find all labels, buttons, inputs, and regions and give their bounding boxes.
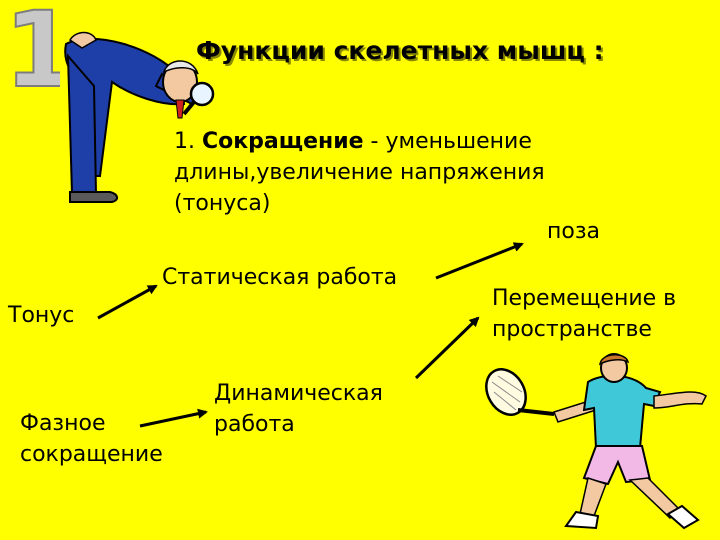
- label-tonus: Тонус: [8, 303, 75, 328]
- label-posture: поза: [547, 219, 601, 244]
- slide-title: Функции скелетных мышц :: [196, 36, 604, 65]
- label-dynamic-work: Динамическая работа: [214, 378, 383, 440]
- label-phasic-line1: Фазное: [20, 411, 106, 436]
- definition-text: 1. Сокращение - уменьшение длины,увеличе…: [174, 126, 634, 219]
- arrow-phasic-to-dynamic: [139, 408, 208, 428]
- label-movement: Перемещение в пространстве: [492, 283, 676, 345]
- tennis-player-illustration: [485, 353, 707, 530]
- arrow-static-to-posture: [435, 242, 524, 280]
- label-dynamic-line2: работа: [214, 412, 295, 437]
- arrow-tonus-to-static: [97, 284, 158, 320]
- arrow-dynamic-to-movement: [414, 316, 480, 380]
- label-phasic-contraction: Фазное сокращение: [20, 408, 163, 470]
- slide-number-graphic: 1: [3, 0, 60, 95]
- definition-body: - уменьшение длины,увеличение напряжения…: [174, 129, 545, 216]
- magnifying-man-illustration: [64, 31, 215, 203]
- slide-number-text: 1: [4, 0, 60, 95]
- label-movement-line2: пространстве: [492, 317, 652, 342]
- label-static-work: Статическая работа: [162, 265, 398, 290]
- label-movement-line1: Перемещение в: [492, 286, 677, 311]
- definition-prefix: 1.: [174, 129, 202, 154]
- label-phasic-line2: сокращение: [20, 442, 163, 467]
- label-dynamic-line1: Динамическая: [214, 381, 383, 406]
- definition-term: Сокращение: [201, 129, 364, 154]
